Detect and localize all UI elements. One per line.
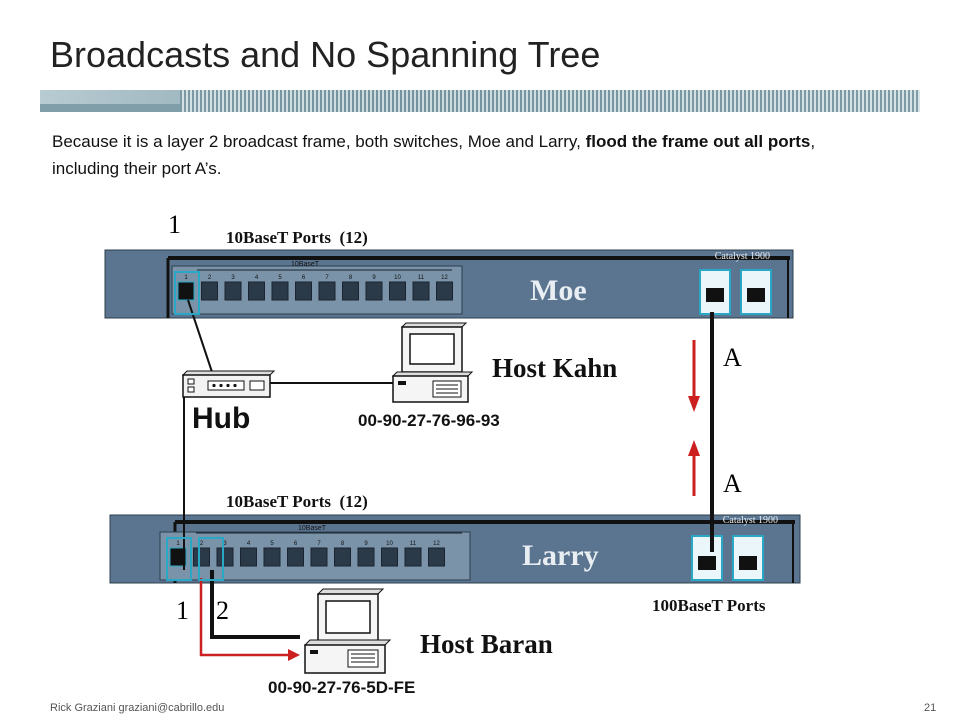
footer-author: Rick Graziani graziani@cabrillo.edu xyxy=(50,702,225,714)
flood-arrow-larry-to-baran xyxy=(199,578,300,661)
moe-ports-label: 10BaseT Ports (12) xyxy=(226,228,368,247)
moe-port-number: 4 xyxy=(255,275,259,281)
larry-port-number: 12 xyxy=(433,541,440,547)
larry-port-11 xyxy=(404,547,422,567)
moe-port-5 xyxy=(271,281,289,301)
moe-port-2 xyxy=(201,281,218,301)
larry-port-1 xyxy=(169,547,187,567)
larry-port-8 xyxy=(334,547,351,567)
title-underline-bar xyxy=(40,90,920,112)
host-baran-computer xyxy=(303,588,392,674)
larry-port-5 xyxy=(263,547,281,567)
larry-port-marker-2: 2 xyxy=(216,596,229,625)
host-kahn-computer xyxy=(391,322,474,403)
moe-uplink-label: A xyxy=(723,343,742,372)
moe-uplink-ports xyxy=(699,269,772,315)
moe-port-number: 8 xyxy=(349,275,353,281)
moe-port-8 xyxy=(342,281,359,301)
moe-port-10 xyxy=(389,281,406,301)
larry-model-label: Catalyst 1900 xyxy=(723,515,778,526)
larry-port-12 xyxy=(428,547,445,567)
moe-port-3 xyxy=(224,281,242,301)
larry-port-number: 4 xyxy=(247,541,251,547)
larry-port-7 xyxy=(310,547,328,567)
larry-port-number: 10 xyxy=(386,541,393,547)
larry-switch-name: Larry xyxy=(522,539,599,572)
moe-port-number: 9 xyxy=(372,275,376,281)
larry-port-number: 2 xyxy=(200,541,204,547)
moe-port-12 xyxy=(436,281,453,301)
moe-port-number: 11 xyxy=(418,275,425,281)
moe-port-number: 6 xyxy=(302,275,306,281)
moe-port-marker: 1 xyxy=(168,210,181,239)
larry-port-2-frame xyxy=(198,537,224,581)
larry-port-number: 7 xyxy=(317,541,321,547)
larry-bank-label: 10BaseT xyxy=(298,525,327,532)
moe-port-1 xyxy=(177,281,195,301)
larry-port-3 xyxy=(216,547,234,567)
larry-port-number: 3 xyxy=(223,541,227,547)
host-baran-mac: 00-90-27-76-5D-FE xyxy=(268,678,416,697)
hub-device xyxy=(181,370,276,398)
larry-ports-label: 10BaseT Ports (12) xyxy=(226,492,368,511)
moe-port-9 xyxy=(365,281,383,301)
larry-port-4 xyxy=(240,547,257,567)
moe-model-label: Catalyst 1900 xyxy=(715,251,770,262)
moe-port-number: 10 xyxy=(394,275,401,281)
larry-port-number: 6 xyxy=(294,541,298,547)
larry-port-marker-1: 1 xyxy=(176,596,189,625)
moe-port-number: 1 xyxy=(184,275,188,281)
flood-arrow-down xyxy=(688,340,700,412)
larry-port-number: 11 xyxy=(410,541,417,547)
larry-uplink-ports-label: 100BaseT Ports xyxy=(652,596,766,615)
larry-port-6 xyxy=(287,547,304,567)
host-baran-name: Host Baran xyxy=(420,629,553,659)
moe-port-number: 5 xyxy=(278,275,282,281)
hub-label: Hub xyxy=(192,402,251,435)
larry-port-9 xyxy=(357,547,375,567)
host-kahn-name: Host Kahn xyxy=(492,353,618,383)
flood-arrow-up xyxy=(688,440,700,496)
moe-port-number: 2 xyxy=(208,275,212,281)
larry-port-2 xyxy=(193,547,210,567)
larry-port-number: 5 xyxy=(270,541,274,547)
larry-port-number: 8 xyxy=(341,541,345,547)
intro-text-bold: flood the frame out all ports xyxy=(585,132,811,151)
moe-switch-name: Moe xyxy=(530,274,587,307)
moe-port-7 xyxy=(318,281,336,301)
larry-port-10 xyxy=(381,547,398,567)
page-number: 21 xyxy=(924,702,937,714)
moe-port-number: 12 xyxy=(441,275,448,281)
larry-port-number: 9 xyxy=(364,541,368,547)
intro-text: Because it is a layer 2 broadcast frame,… xyxy=(52,128,882,182)
larry-uplink-ports xyxy=(691,535,764,581)
intro-text-part2: , including their port A’s. xyxy=(52,132,816,178)
moe-port-11 xyxy=(412,281,430,301)
moe-port-number: 7 xyxy=(325,275,329,281)
larry-port-number: 1 xyxy=(176,541,180,547)
moe-port-4 xyxy=(248,281,265,301)
moe-port-1-frame xyxy=(174,271,200,315)
intro-text-part1: Because it is a layer 2 broadcast frame,… xyxy=(52,132,586,151)
host-kahn-mac: 00-90-27-76-96-93 xyxy=(358,411,500,430)
moe-port-number: 3 xyxy=(231,275,235,281)
moe-port-6 xyxy=(295,281,312,301)
larry-uplink-label: A xyxy=(723,469,742,498)
larry-port-1-frame xyxy=(166,537,192,581)
moe-bank-label: 10BaseT xyxy=(291,261,320,268)
larry-to-baran-cable xyxy=(210,570,300,639)
slide-title: Broadcasts and No Spanning Tree xyxy=(50,34,601,75)
